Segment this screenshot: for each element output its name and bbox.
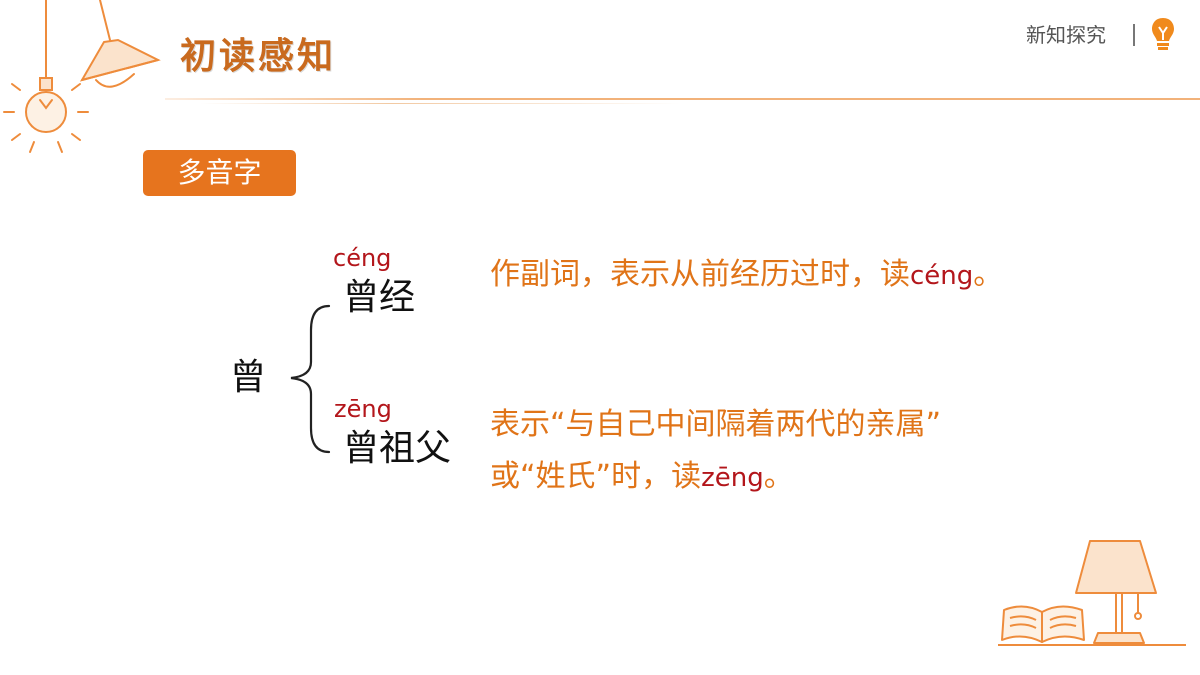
section-separator [1133, 24, 1135, 46]
word-cengjing: 曾经 [343, 277, 416, 318]
pinyin-ceng: céng [333, 244, 392, 272]
reading-2-description-line2: 或“姓氏”时，读zēng。 [490, 455, 794, 500]
desk-lamp-icon [998, 540, 1186, 646]
page-title: 初读感知 [180, 36, 337, 77]
reading-1-desc-text: 作副词，表示从前经历过时，读 [490, 257, 910, 292]
section-label: 新知探究 [1026, 23, 1106, 47]
curly-brace [290, 304, 331, 454]
reading-2-desc-text: 或“姓氏”时，读 [490, 459, 702, 494]
open-book-icon [1001, 605, 1085, 643]
reading-2-description-line1: 表示“与自己中间隔着两代的亲属” [490, 407, 942, 442]
polyphone-tag: 多音字 [143, 150, 296, 196]
word-zengzufu: 曾祖父 [343, 428, 452, 469]
reading-1-description: 作副词，表示从前经历过时，读céng。 [490, 253, 1003, 298]
lightbulb-icon [1152, 18, 1174, 50]
root-character: 曾 [230, 357, 267, 398]
header-divider-accent [200, 103, 680, 104]
reading-1-desc-pinyin: céng [910, 261, 974, 291]
reading-1-desc-end: 。 [973, 257, 1004, 292]
hanging-lamp-icon [3, 0, 161, 153]
reading-2-desc-end: 。 [763, 459, 794, 494]
pinyin-zeng: zēng [334, 395, 392, 423]
header-divider [165, 98, 1200, 100]
reading-2-desc-pinyin: zēng [701, 463, 764, 493]
